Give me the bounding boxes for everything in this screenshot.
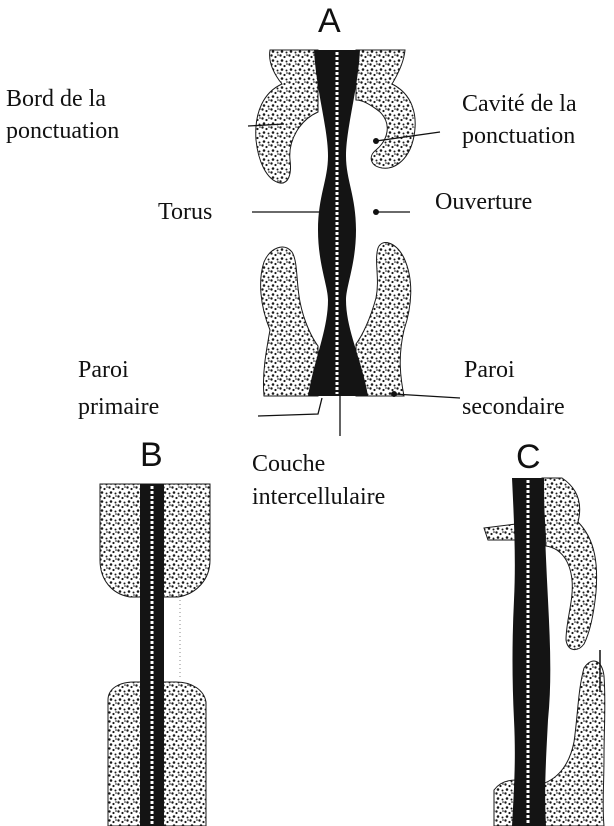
label-torus: Torus: [158, 198, 212, 227]
panel-b-drawing: [100, 484, 210, 826]
label-paroi-primaire-line2: primaire: [78, 393, 159, 422]
label-bord-line2: ponctuation: [6, 117, 119, 146]
panel-c-primary-wall-torus: [512, 478, 550, 826]
label-paroi-secondaire-line1: Paroi: [464, 356, 515, 385]
panel-c-left-notch: [484, 524, 516, 540]
panel-a-upper-left-border: [256, 50, 318, 183]
label-cavite-line1: Cavité de la: [462, 90, 577, 119]
leader-cavite-dot: [373, 138, 379, 144]
panel-a-letter: A: [318, 2, 341, 41]
label-ouverture: Ouverture: [435, 188, 532, 217]
label-couche-line2: intercellulaire: [252, 483, 385, 512]
label-paroi-secondaire-line2: secondaire: [462, 393, 565, 422]
label-cavite-line2: ponctuation: [462, 122, 575, 151]
label-bord-line1: Bord de la: [6, 85, 106, 114]
panel-a-lower-left-border: [261, 247, 318, 396]
panel-b-letter: B: [140, 436, 163, 475]
leader-ouverture-dot: [373, 209, 379, 215]
panel-b-primary-wall: [140, 484, 164, 826]
label-couche-line1: Couche: [252, 450, 325, 479]
panel-c-drawing: [484, 478, 605, 826]
panel-c-lower-border: [542, 661, 605, 826]
leader-paroi-secondaire-dot: [391, 391, 397, 397]
panel-a-drawing: [248, 50, 460, 436]
panel-a-upper-right-border: [356, 50, 415, 168]
label-paroi-primaire-line1: Paroi: [78, 356, 129, 385]
panel-a-lower-right-border: [356, 243, 411, 396]
panel-c-letter: C: [516, 438, 541, 477]
panel-c-upper-border: [542, 478, 597, 650]
leader-paroi-primaire: [258, 398, 322, 416]
